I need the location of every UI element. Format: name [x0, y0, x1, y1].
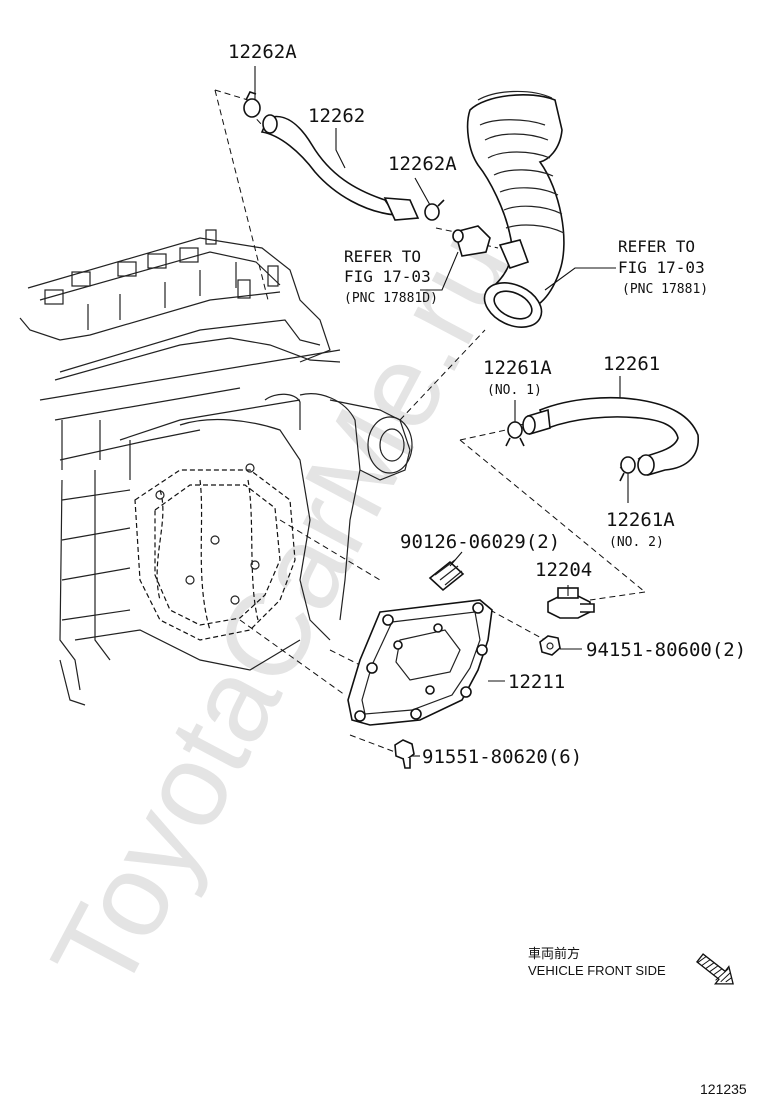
orientation-indicator: 車両前方 VEHICLE FRONT SIDE	[528, 946, 734, 985]
label-12261a-no1: 12261A	[483, 357, 552, 379]
oil-separator-case-12211	[347, 599, 493, 726]
callout-labels: 12262A 12262 12262A REFER TO FIG 17-03 (…	[228, 41, 746, 768]
label-refer-left-2: FIG 17-03	[344, 267, 431, 286]
label-12261a-no2-sub: (NO. 2)	[609, 535, 664, 550]
label-refer-right-2: FIG 17-03	[618, 258, 705, 277]
label-12261: 12261	[603, 353, 660, 375]
label-refer-right-1: REFER TO	[618, 237, 695, 256]
union-fitting	[452, 225, 491, 257]
pcv-valve-12204	[547, 587, 595, 619]
label-12262: 12262	[308, 105, 365, 127]
label-91551: 91551-80620(6)	[422, 746, 582, 768]
label-12261a-no2: 12261A	[606, 509, 675, 531]
label-12204: 12204	[535, 559, 592, 581]
label-refer-left-1: REFER TO	[344, 247, 421, 266]
hose-12261	[522, 396, 699, 476]
label-12262a-lower: 12262A	[388, 153, 457, 175]
leader-lines	[254, 66, 629, 757]
nut-94151	[539, 635, 561, 656]
label-90126: 90126-06029(2)	[400, 531, 560, 553]
label-12211: 12211	[508, 671, 565, 693]
air-intake-hose-ref	[466, 90, 565, 328]
front-side-label-jp: 車両前方	[528, 946, 580, 961]
hose-clamp-12261a-no2	[619, 456, 636, 482]
front-side-label-en: VEHICLE FRONT SIDE	[528, 963, 666, 978]
hatched-arrow-icon	[696, 953, 734, 985]
hose-12262	[260, 114, 420, 221]
label-94151: 94151-80600(2)	[586, 639, 746, 661]
label-12261a-no1-sub: (NO. 1)	[487, 383, 542, 398]
label-refer-right-pnc: (PNC 17881)	[622, 282, 708, 297]
figure-number: 121235	[700, 1081, 747, 1097]
hose-clamp-12262a-upper	[243, 91, 261, 118]
bolt-91551	[394, 739, 415, 769]
label-refer-left-pnc: (PNC 17881D)	[344, 291, 438, 306]
label-12262a-upper: 12262A	[228, 41, 297, 63]
stud-bolt-90126	[428, 559, 465, 592]
engine-assembly-drawing	[19, 229, 413, 706]
hose-clamp-12261a-no1	[505, 421, 525, 447]
hose-clamp-12262a-lower	[424, 199, 445, 221]
